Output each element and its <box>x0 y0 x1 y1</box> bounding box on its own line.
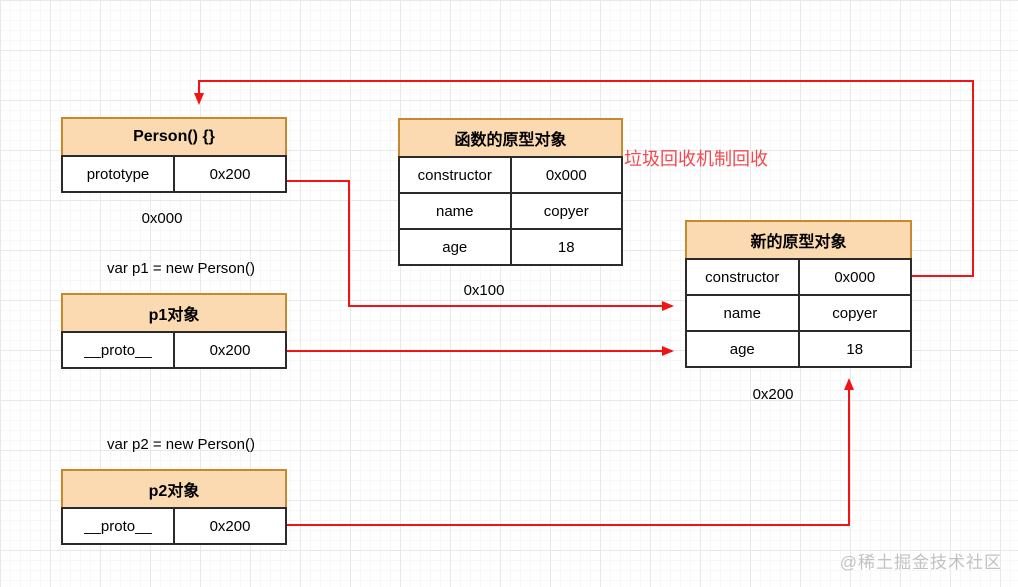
value-cell: 18 <box>799 332 910 366</box>
table-rows: prototype 0x200 <box>61 155 287 193</box>
juejin-watermark: @稀土掘金技术社区 <box>839 553 1002 572</box>
value-cell: 0x200 <box>175 157 285 191</box>
function-prototype-address-label: 0x100 <box>463 282 505 299</box>
value-cell: copyer <box>511 194 621 228</box>
person-address-label: 0x000 <box>141 210 183 227</box>
new-prototype-table: 新的原型对象 constructor 0x000 name copyer age… <box>685 220 912 368</box>
p2-object-box: p2对象 __proto__ 0x200 <box>61 469 287 545</box>
person-function-box: Person() {} prototype 0x200 <box>61 117 287 193</box>
function-prototype-table: 函数的原型对象 constructor 0x000 name copyer ag… <box>398 118 623 266</box>
property-cell: age <box>400 230 510 264</box>
value-cell: 0x000 <box>799 260 910 294</box>
property-cell: age <box>687 332 798 366</box>
new-prototype-address-label: 0x200 <box>752 386 794 403</box>
value-cell: 0x000 <box>511 158 621 192</box>
table-rows: __proto__ 0x200 <box>61 507 287 545</box>
p1-declaration-label: var p1 = new Person() <box>107 260 255 277</box>
value-cell: 0x200 <box>175 509 285 543</box>
value-cell: copyer <box>799 296 910 330</box>
property-cell: constructor <box>400 158 510 192</box>
table-rows: __proto__ 0x200 <box>61 331 287 369</box>
p2-declaration-label: var p2 = new Person() <box>107 436 255 453</box>
table-title: p2对象 <box>61 469 287 507</box>
table-title: 函数的原型对象 <box>398 118 623 156</box>
property-cell: __proto__ <box>63 333 173 367</box>
table-title: Person() {} <box>61 117 287 155</box>
table-rows: constructor 0x000 name copyer age 18 <box>398 156 623 266</box>
property-cell: prototype <box>63 157 173 191</box>
garbage-collection-note: 垃圾回收机制回收 <box>624 149 768 169</box>
p1-object-box: p1对象 __proto__ 0x200 <box>61 293 287 369</box>
property-cell: name <box>687 296 798 330</box>
property-cell: constructor <box>687 260 798 294</box>
property-cell: name <box>400 194 510 228</box>
table-rows: constructor 0x000 name copyer age 18 <box>685 258 912 368</box>
value-cell: 18 <box>511 230 621 264</box>
property-cell: __proto__ <box>63 509 173 543</box>
table-title: 新的原型对象 <box>685 220 912 258</box>
table-title: p1对象 <box>61 293 287 331</box>
value-cell: 0x200 <box>175 333 285 367</box>
